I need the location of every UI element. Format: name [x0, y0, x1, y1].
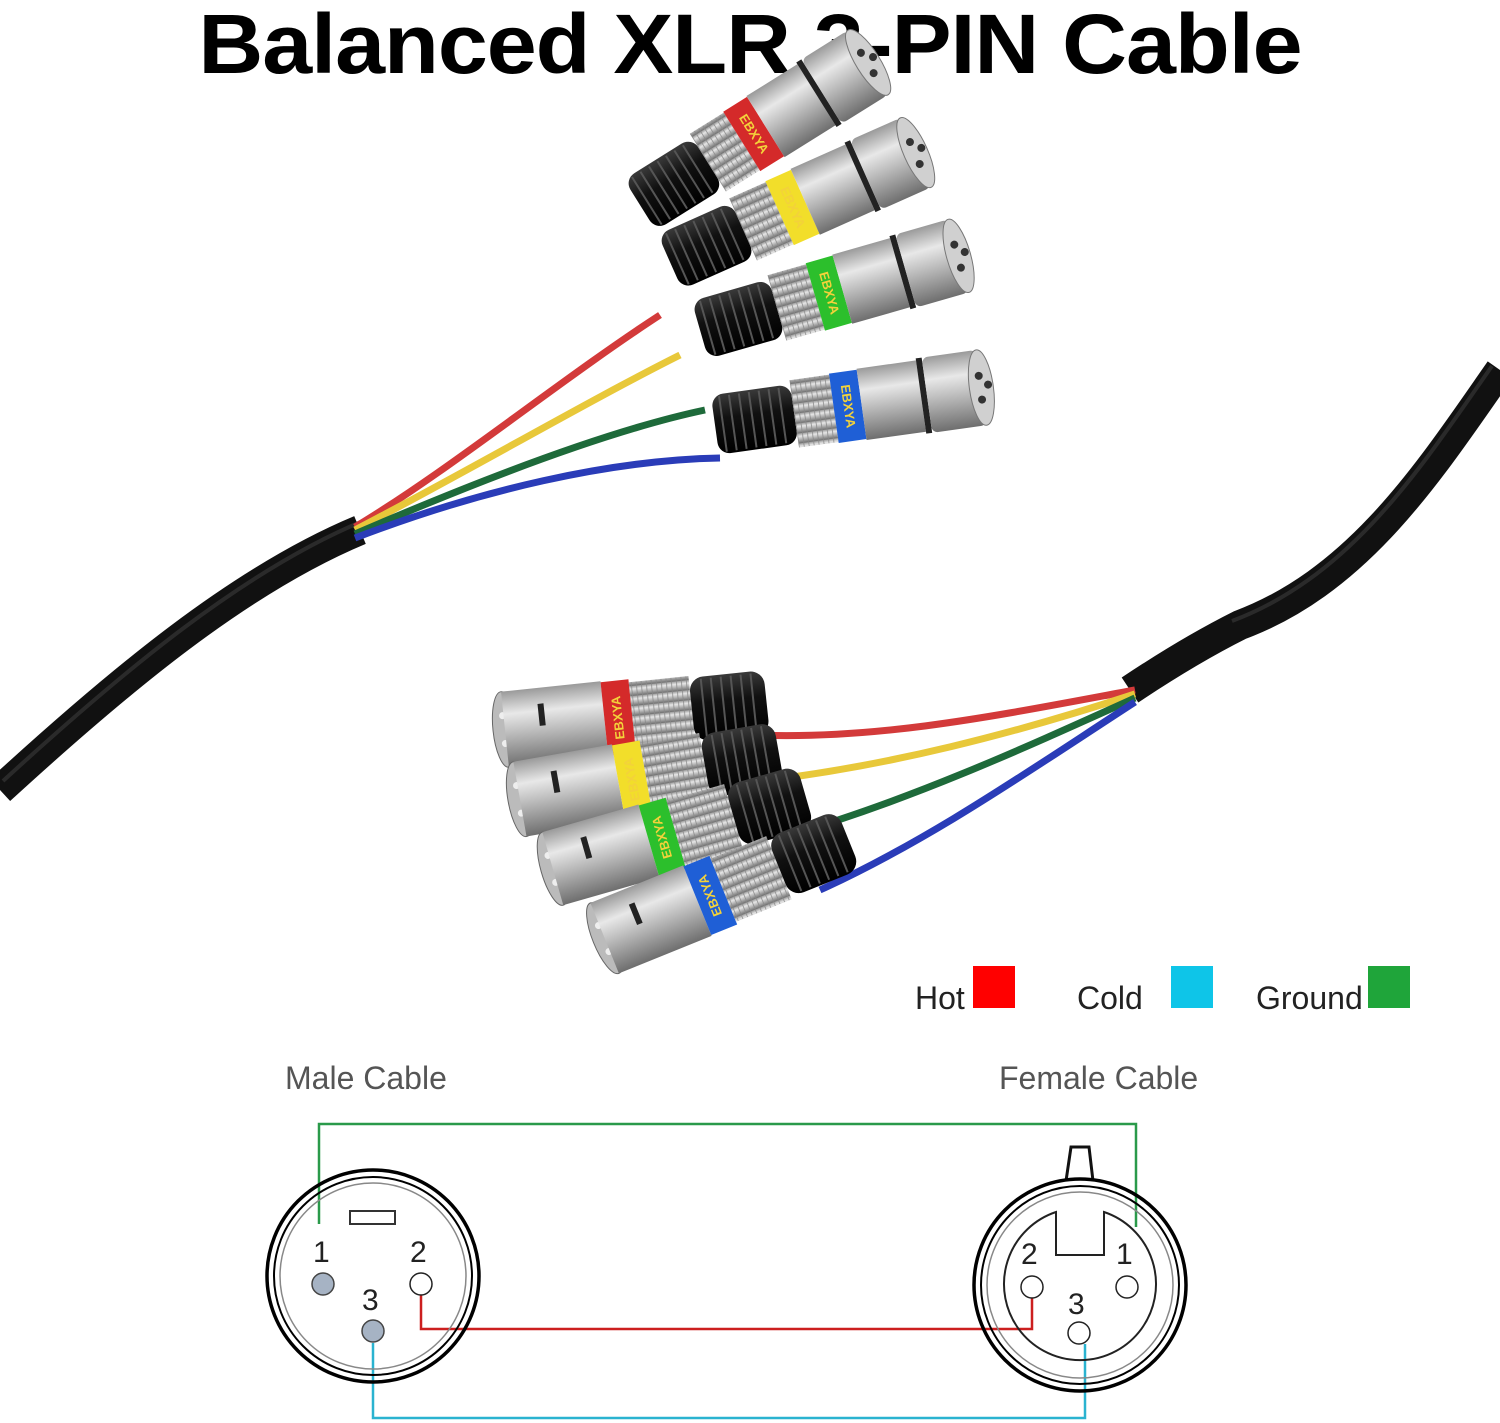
male-xlr-connector-3: EBXYA — [536, 768, 812, 906]
female-pin-2 — [1020, 1275, 1044, 1299]
female-xlr-face — [972, 1145, 1188, 1393]
fanout-top — [353, 312, 721, 542]
female-xlr-connector-1: EBXYA — [628, 29, 892, 226]
male-pin-label-1: 1 — [313, 1236, 330, 1269]
male-pin-3 — [361, 1319, 385, 1343]
male-color-band-4 — [683, 855, 738, 935]
legend-swatch-hot — [973, 966, 1015, 1008]
female-xlr-connector-3: EBXYA — [694, 218, 975, 356]
male-pin-1 — [311, 1272, 335, 1296]
ground-wire — [317, 1122, 1138, 1227]
trunk-cable-right — [1121, 361, 1500, 703]
female-pin-1 — [1115, 1275, 1139, 1299]
male-pin-label-2: 2 — [410, 1236, 427, 1269]
male-xlr-connector-1: EBXYA — [491, 671, 769, 768]
hot-wire — [419, 1282, 1034, 1331]
male-color-band-1 — [600, 679, 637, 756]
female-latch — [1064, 1145, 1095, 1182]
female-cable-label: Female Cable — [999, 1060, 1199, 1096]
wiring-diagram — [317, 1122, 1138, 1420]
color-band-3 — [805, 255, 852, 331]
male-xlr-connector-4: EBXYA — [586, 814, 857, 975]
color-band-1 — [723, 96, 785, 172]
female-pin-3 — [1067, 1321, 1091, 1345]
svg-text:EBXYA: EBXYA — [608, 695, 628, 741]
svg-text:EBXYA: EBXYA — [838, 384, 859, 430]
male-color-band-2 — [611, 740, 653, 819]
legend-swatch-cold — [1171, 966, 1213, 1008]
trunk-cable — [0, 516, 366, 802]
female-xlr-connector-2: EBXYA — [661, 117, 936, 286]
female-pin-label-3: 3 — [1068, 1288, 1085, 1321]
page-title: Balanced XLR 3-PIN Cable — [198, 0, 1302, 91]
legend-label-cold: Cold — [1077, 980, 1143, 1016]
male-pin-2 — [409, 1272, 433, 1296]
male-cable-label: Male Cable — [285, 1060, 447, 1096]
female-xlr-connector-4: EBXYA — [712, 349, 995, 454]
female-pin-label-1: 1 — [1116, 1238, 1133, 1271]
male-key-slot — [349, 1210, 396, 1225]
male-color-band-3 — [638, 797, 687, 877]
legend-swatch-ground — [1368, 966, 1410, 1008]
legend-label-hot: Hot — [915, 980, 965, 1016]
color-band-2 — [765, 169, 820, 246]
legend-label-ground: Ground — [1256, 980, 1363, 1016]
male-pin-label-3: 3 — [362, 1284, 379, 1317]
female-pin-label-2: 2 — [1021, 1238, 1038, 1271]
cold-wire — [371, 1343, 1087, 1420]
color-band-4 — [828, 369, 867, 443]
male-xlr-face — [265, 1168, 481, 1384]
